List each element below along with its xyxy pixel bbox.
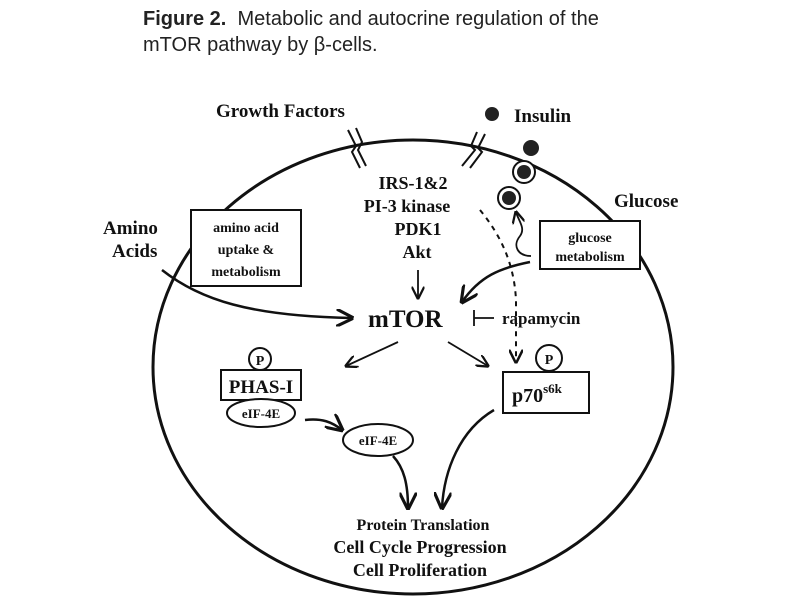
rapamycin-inhibition-icon	[473, 310, 494, 326]
p70-box	[502, 371, 590, 414]
glucose-to-mtor-arrow	[462, 260, 531, 302]
cell-membrane	[151, 138, 675, 596]
amino-acid-box-line1: amino acid	[213, 221, 279, 236]
cascade-irs: IRS-1&2	[378, 173, 447, 193]
glucose-box-line2: metabolism	[555, 250, 625, 265]
insulin-vesicle-icon	[512, 160, 536, 184]
eif4e-release-arrow	[304, 419, 342, 430]
p70-to-outcomes-arrow	[442, 408, 495, 508]
glucose-box-line1: glucose	[568, 231, 612, 246]
insulin-label: Insulin	[514, 106, 571, 127]
phas-phospho-label: P	[256, 354, 265, 369]
rapamycin-label: rapamycin	[502, 309, 581, 328]
insulin-granule-icon	[523, 140, 539, 156]
insulin-granule-icon	[485, 107, 499, 121]
glucose-box	[539, 220, 641, 270]
mtor-node: mTOR	[368, 306, 443, 333]
cascade-akt: Akt	[402, 242, 431, 262]
figure-caption: Figure 2. Metabolic and autocrine regula…	[143, 6, 763, 58]
phas-box	[220, 369, 302, 401]
insulin-vesicle-icon	[497, 186, 521, 210]
p70-label: p70s6k	[512, 381, 563, 407]
outcome-protein-translation: Protein Translation	[357, 517, 490, 534]
mtor-to-phas-arrow	[346, 341, 399, 366]
outcome-cell-cycle-progression: Cell Cycle Progression	[333, 537, 506, 557]
glucose-label: Glucose	[614, 191, 678, 212]
amino-acids-label-line2: Acids	[112, 241, 157, 262]
cascade-pdk1: PDK1	[395, 219, 442, 239]
p70-label-super: s6k	[543, 381, 563, 396]
amino-acid-box-line3: metabolism	[211, 265, 281, 280]
caption-text-1: Metabolic and autocrine regulation of th…	[237, 8, 599, 30]
phas-bound-eif4e-label: eIF-4E	[242, 406, 280, 421]
mtor-to-p70-arrow	[447, 341, 488, 366]
outcome-cell-proliferation: Cell Proliferation	[353, 560, 487, 580]
amino-acid-box	[190, 209, 302, 287]
free-eif4e-label: eIF-4E	[359, 433, 397, 448]
cascade-pi3k: PI-3 kinase	[364, 196, 451, 216]
amino-acids-label-line1: Amino	[103, 218, 158, 239]
glucose-to-secretion-arrow	[516, 212, 532, 257]
figure-label: Figure 2.	[143, 8, 227, 30]
growth-factors-label: Growth Factors	[216, 101, 345, 122]
eif4e-to-outcomes-arrow	[392, 455, 408, 508]
phas-bound-eif4e	[226, 398, 296, 428]
p70-phospho-label: P	[545, 353, 554, 368]
growth-factor-receptor-icon	[347, 127, 367, 169]
phas-label: PHAS-I	[229, 377, 293, 398]
caption-line-2: mTOR pathway by β-cells.	[143, 34, 378, 56]
caption-line-1: Figure 2. Metabolic and autocrine regula…	[143, 6, 763, 32]
p70-label-main: p70	[512, 385, 543, 407]
pi3k-to-p70-dashed-arrow	[479, 209, 516, 362]
free-eif4e	[342, 423, 414, 457]
insulin-receptor-icon	[461, 131, 486, 169]
amino-acid-box-line2: uptake &	[218, 243, 274, 258]
signaling-cascade: IRS-1&2 PI-3 kinase PDK1 Akt	[364, 173, 451, 262]
amino-acids-to-mtor-arrow	[161, 269, 352, 318]
